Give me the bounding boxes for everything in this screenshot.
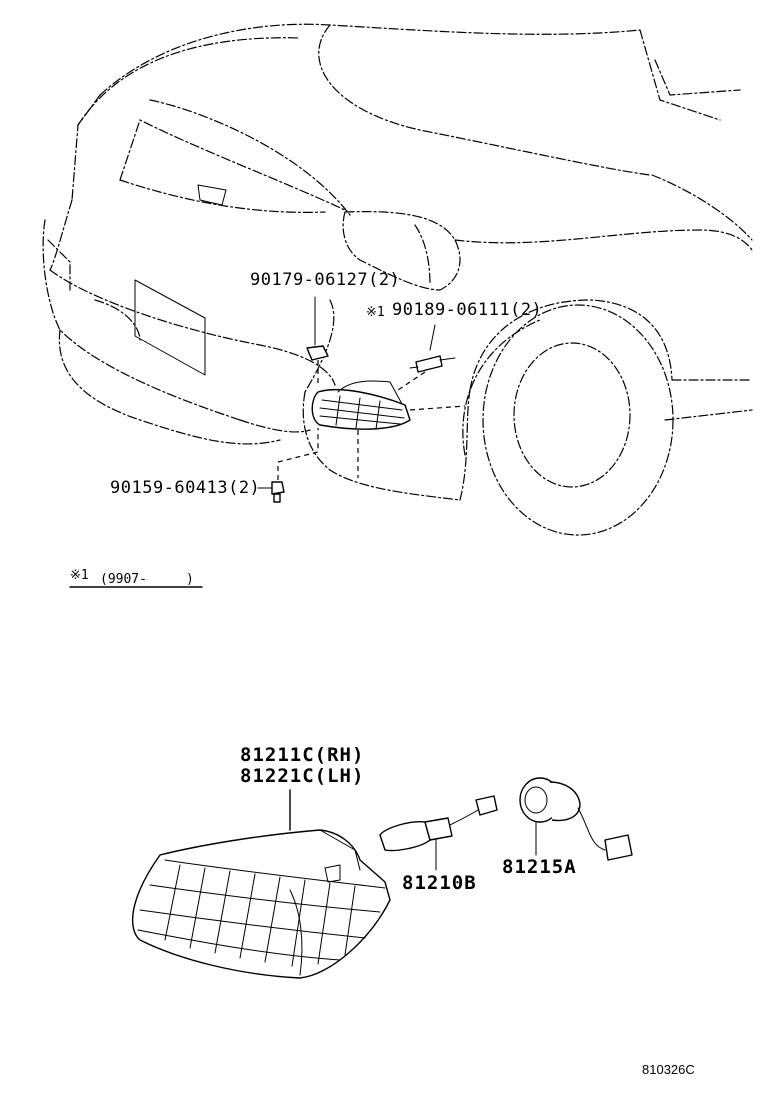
lamp-assembly-81211 bbox=[131, 789, 391, 979]
callout-screw-90189-mark: ※1 bbox=[366, 305, 385, 320]
vehicle-outline bbox=[42, 23, 753, 536]
screw-90189 bbox=[394, 324, 456, 393]
bolt-90159 bbox=[257, 428, 319, 503]
socket-81215 bbox=[519, 777, 633, 861]
footnote-text: (9907- ) bbox=[100, 572, 194, 587]
footnote-mark: ※1 bbox=[70, 568, 89, 583]
installed-marker-lamp bbox=[311, 380, 466, 478]
callout-clip-90179: 90179-06127(2) bbox=[250, 270, 401, 290]
callout-screw-90189: 90189-06111(2) bbox=[392, 300, 543, 320]
diagram-code: 810326C bbox=[642, 1062, 695, 1077]
bulb-81210 bbox=[379, 795, 498, 871]
callout-socket-81215: 81215A bbox=[502, 856, 577, 878]
callout-lamp-lh: 81221C(LH) bbox=[240, 765, 365, 787]
callout-lamp-rh: 81211C(RH) bbox=[240, 744, 365, 766]
callout-bolt-90159: 90159-60413(2) bbox=[110, 478, 261, 498]
clip-90179 bbox=[306, 296, 329, 385]
callout-bulb-81210: 81210B bbox=[402, 872, 477, 894]
